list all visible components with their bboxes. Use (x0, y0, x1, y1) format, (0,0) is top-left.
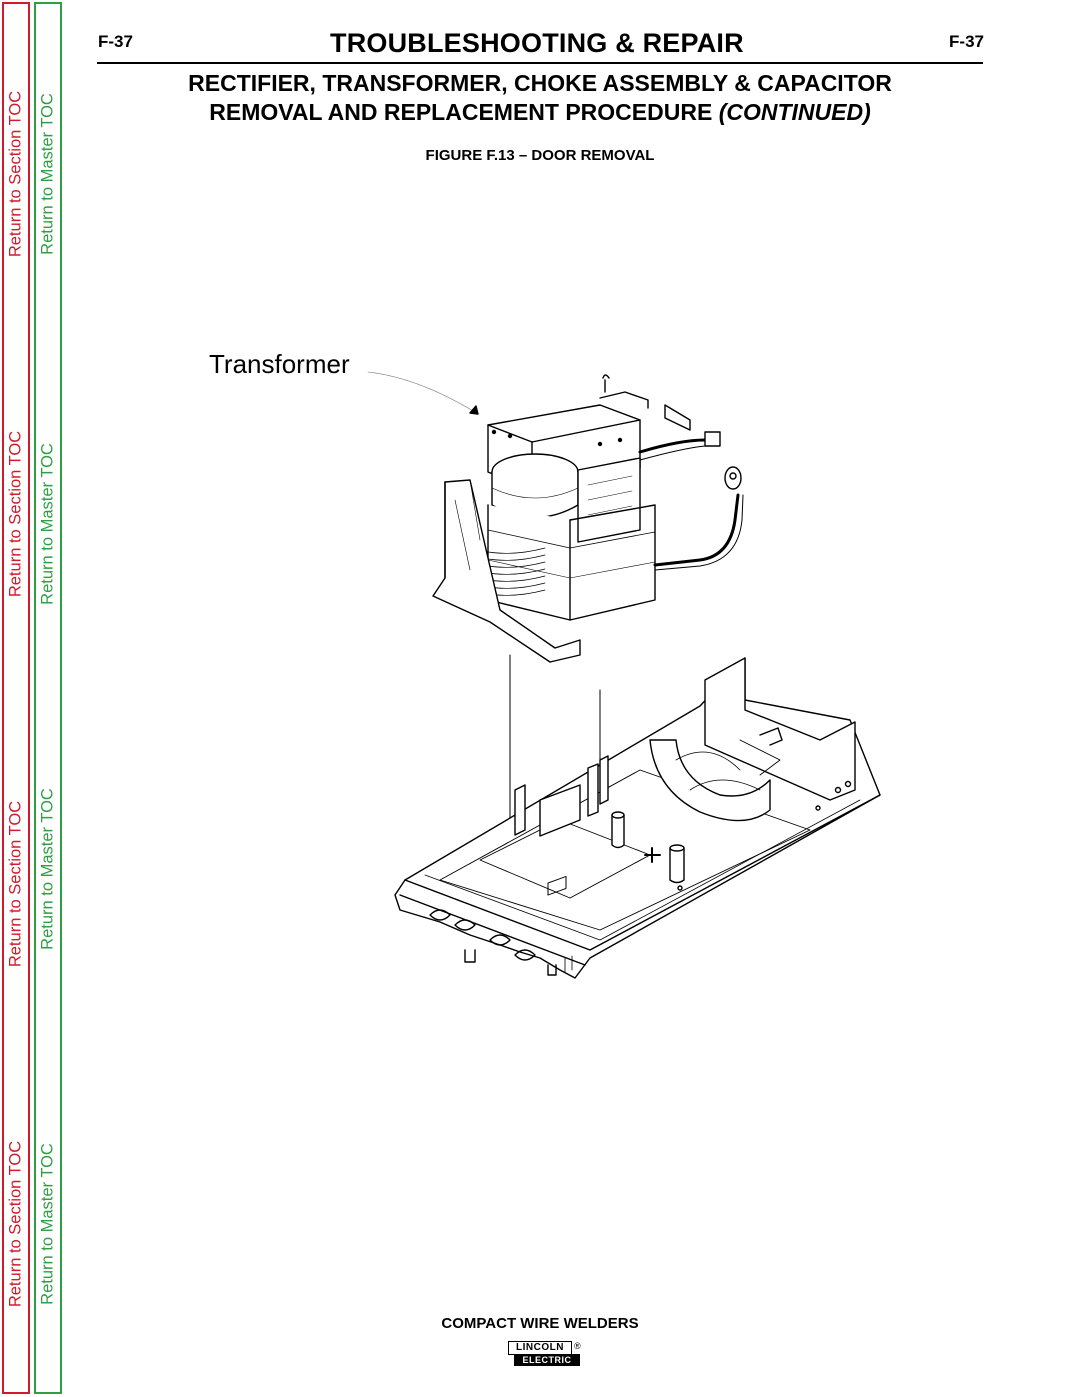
procedure-title-line2: REMOVAL AND REPLACEMENT PROCEDURE (CONTI… (97, 99, 983, 126)
master-toc-bar: Return to Master TOC Return to Master TO… (34, 2, 62, 1394)
header-rule (97, 62, 983, 64)
transformer-callout-label: Transformer (209, 349, 350, 379)
procedure-title-main: REMOVAL AND REPLACEMENT PROCEDURE (209, 99, 713, 125)
transformer-callout-leader (367, 371, 479, 415)
base-tray (394, 657, 881, 979)
procedure-title-line1: RECTIFIER, TRANSFORMER, CHOKE ASSEMBLY &… (188, 70, 892, 96)
page-number-left: F-37 (98, 32, 133, 51)
procedure-title-continued: (CONTINUED) (718, 99, 871, 125)
footer-product-title: COMPACT WIRE WELDERS (441, 1315, 639, 1332)
lincoln-electric-logo: LINCOLN ® ELECTRIC (508, 1341, 584, 1367)
figure-caption: FIGURE F.13 – DOOR REMOVAL (425, 147, 655, 164)
transformer-assembly (432, 374, 744, 663)
page-number-right: F-37 (949, 32, 984, 51)
logo-top-text: LINCOLN (508, 1341, 572, 1355)
section-toc-bar: Return to Section TOC Return to Section … (2, 2, 30, 1394)
logo-registered-mark: ® (574, 1341, 581, 1351)
logo-bottom-text: ELECTRIC (514, 1354, 580, 1366)
section-header-title: TROUBLESHOOTING & REPAIR (330, 28, 744, 58)
